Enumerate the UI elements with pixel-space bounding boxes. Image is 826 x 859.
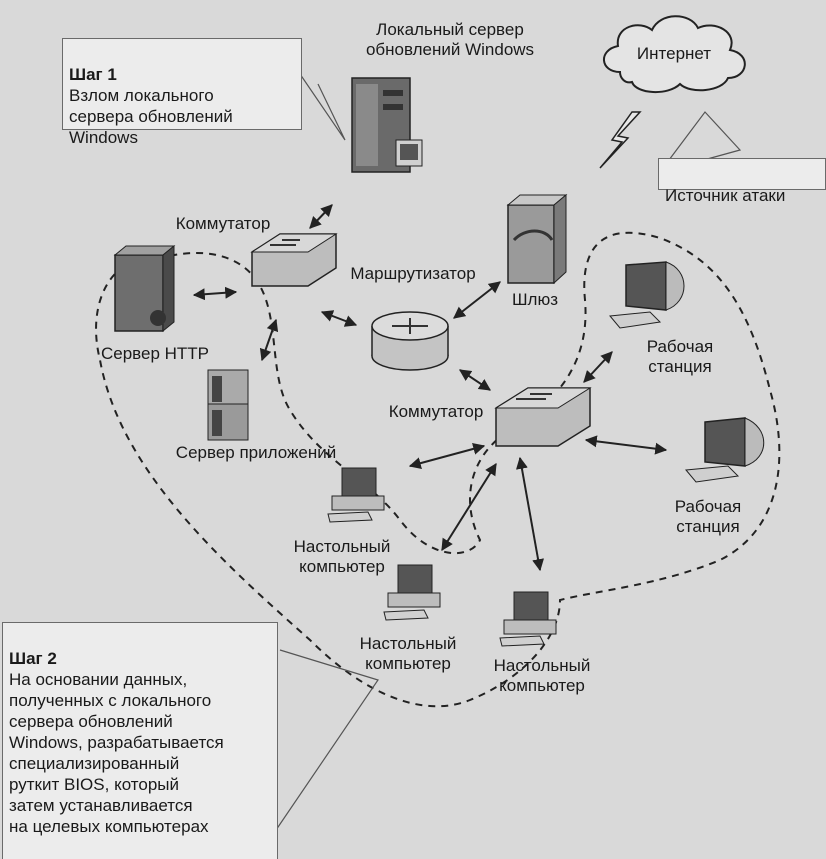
workstation-1-label: Рабочая станция [646,337,714,376]
link-mainswitch-desktop2 [441,462,497,552]
desktop-3-icon [499,591,557,647]
link-mainswitch-ws2 [584,435,668,455]
server-tower-icon [351,77,423,173]
link-mainswitch-ws1 [583,351,613,383]
switch-main-label: Коммутатор [388,402,484,421]
desktop-2-icon [383,564,441,621]
switch-main-icon [494,387,592,447]
gateway-icon [506,193,568,285]
link-mainswitch-desktop3 [515,456,545,572]
switch-top-label: Коммутатор [175,214,271,233]
step2-text: На основании данных, полученных с локаль… [9,670,224,836]
step2-title: Шаг 2 [9,649,57,668]
lightning-icon [599,111,642,169]
router-label: Маршрутизатор [350,264,476,283]
link-router-gateway [453,281,501,319]
link-mainswitch-desktop1 [408,443,486,469]
desktop-2-label: Настольный компьютер [359,634,457,673]
app-server-icon [207,369,249,441]
router-icon [371,311,449,371]
attack-source-label: Источник атаки [665,186,786,205]
step2-leader [275,649,379,831]
link-switch-router [320,310,358,327]
update-server-label: Локальный сервер обновлений Windows [365,20,535,59]
desktop-3-label: Настольный компьютер [493,656,591,695]
link-router-mainswitch [459,369,491,391]
step1-title: Шаг 1 [69,65,117,84]
app-server-label: Сервер приложений [175,443,337,462]
link-server-switch [309,204,333,229]
http-server-icon [113,244,176,333]
internet-cloud-icon [603,15,746,93]
desktop-1-label: Настольный компьютер [293,537,391,576]
link-switch-appserver [259,318,279,362]
step2-callout: Шаг 2 На основании данных, полученных с л… [2,622,278,859]
workstation-2-label: Рабочая станция [674,497,742,536]
step1-text: Взлом локального сервера обновлений Wind… [69,86,233,147]
http-server-label: Сервер HTTP [100,344,210,363]
desktop-1-icon [327,467,385,523]
gateway-label: Шлюз [511,290,559,309]
connections [192,204,668,572]
step1-callout: Шаг 1 Взлом локального сервера обновлений… [62,38,302,147]
workstation-1-icon [609,261,685,329]
internal-network-boundary [95,231,781,708]
link-http-switch [192,286,238,301]
internet-label: Интернет [636,44,712,63]
step1-leader [299,73,346,141]
workstation-2-icon [685,417,765,483]
attack-source-callout: Источник атаки [658,158,826,205]
switch-top-icon [250,233,338,287]
